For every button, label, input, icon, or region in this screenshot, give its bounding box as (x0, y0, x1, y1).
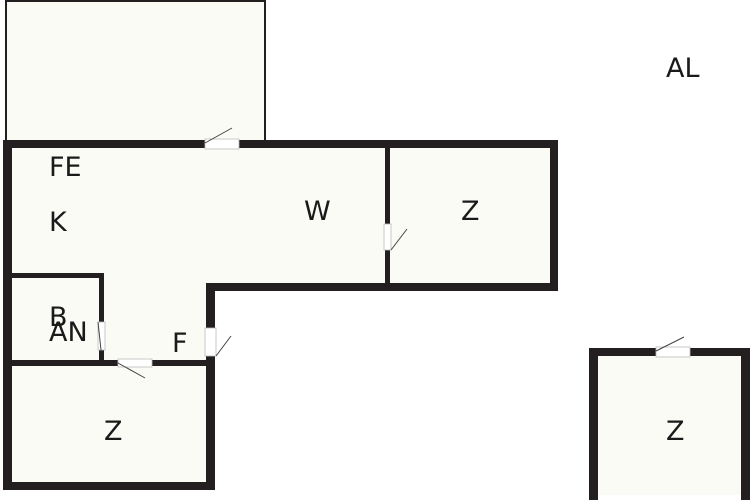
wall-bath-bottom (8, 360, 214, 366)
wall-w-z-divider (385, 146, 390, 286)
room-label-w: W (304, 196, 331, 227)
storage-wall-left (589, 348, 598, 500)
wall-middle-horizontal (206, 283, 558, 291)
room-label-an: AN (49, 317, 88, 348)
room-label-z-separate: Z (666, 416, 685, 447)
door-bath (97, 321, 106, 351)
door-entrance (204, 327, 217, 357)
wall-bottom (3, 482, 215, 490)
wall-bath-top (8, 273, 104, 278)
wall-bath-right (99, 273, 104, 363)
door-balcony-swing (204, 127, 233, 144)
storage-floor (595, 353, 745, 495)
door-bottom-z-swing (117, 362, 146, 379)
door-w-z-swing (390, 228, 408, 251)
room-label-f: F (172, 328, 188, 359)
door-storage-swing (655, 336, 685, 352)
wall-top (3, 140, 558, 148)
wall-left (3, 140, 12, 490)
wall-inner-vertical (206, 283, 215, 490)
balcony-outline (5, 0, 266, 143)
door-bath-swing (97, 321, 102, 351)
balcony-floor (7, 2, 265, 144)
apartment-floor (8, 146, 554, 485)
room-label-al: AL (666, 53, 700, 84)
room-label-fe: FE (49, 152, 82, 183)
room-label-z-right: Z (461, 196, 480, 227)
door-storage (655, 346, 691, 358)
storage-wall-right (741, 348, 750, 500)
door-w-z (383, 223, 392, 251)
door-balcony (204, 138, 240, 150)
room-label-k: K (49, 207, 68, 238)
wall-right (550, 140, 558, 291)
door-entrance-swing (215, 335, 232, 357)
room-label-z-bottom: Z (104, 416, 123, 447)
room-label-b: B (49, 302, 68, 333)
